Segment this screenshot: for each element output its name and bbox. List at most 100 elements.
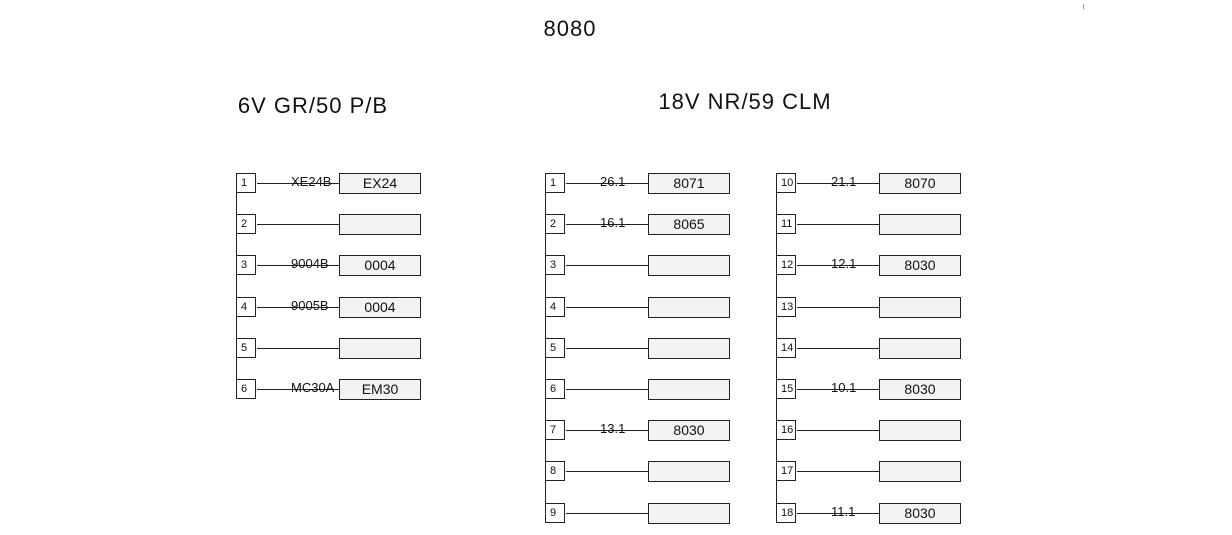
pin-number: 14: [776, 338, 796, 358]
wire-line: [257, 224, 339, 225]
terminal-box: [879, 297, 961, 318]
pin-number: 12: [776, 255, 796, 275]
pin-number: 13: [776, 297, 796, 317]
connector-row: 13: [776, 297, 966, 319]
wire-line: [257, 348, 339, 349]
connector-row: 8: [545, 461, 735, 483]
pin-number: 4: [236, 297, 256, 317]
wire-line: [566, 389, 648, 390]
pin-number: 7: [545, 420, 565, 440]
wire-label: 11.1: [831, 504, 856, 519]
wire-line: [566, 307, 648, 308]
connector-row: 7 13.1 8030: [545, 420, 735, 442]
wire-line: [797, 348, 879, 349]
pin-number: 2: [236, 214, 256, 234]
wire-label: MC30A: [291, 380, 335, 395]
wire-line: [566, 265, 648, 266]
connector-row: 14: [776, 338, 966, 360]
terminal-box: 8030: [879, 503, 961, 524]
wire-line: 21.1: [797, 174, 879, 189]
pin-number: 8: [545, 461, 565, 481]
pin-number: 10: [776, 173, 796, 193]
wire-line: XE24B: [257, 174, 339, 189]
wire-label: 26.1: [600, 174, 626, 189]
wire-label: 16.1: [600, 215, 626, 230]
wire-line: 13.1: [566, 421, 648, 436]
terminal-box: [339, 338, 421, 359]
pin-number: 6: [236, 379, 256, 399]
terminal-box: [648, 503, 730, 524]
connector-row: 1 26.1 8071: [545, 173, 735, 195]
terminal-box: 0004: [339, 255, 421, 276]
wire-line: [566, 348, 648, 349]
connector-row: 6: [545, 379, 735, 401]
wire-line: [566, 471, 648, 472]
pin-number: 9: [545, 503, 565, 523]
connector-spine-line: [236, 183, 237, 389]
terminal-box: [339, 214, 421, 235]
pin-number: 5: [236, 338, 256, 358]
pin-number: 3: [545, 255, 565, 275]
wire-label: XE24B: [291, 174, 332, 189]
connector-row: 15 10.1 8030: [776, 379, 966, 401]
wire-label: 13.1: [600, 421, 626, 436]
terminal-box: 8030: [879, 255, 961, 276]
terminal-box: [879, 461, 961, 482]
terminal-box: 8030: [879, 379, 961, 400]
connector-row: 6 MC30A EM30: [236, 379, 426, 401]
wire-line: 26.1: [566, 174, 648, 189]
wire-line: [566, 513, 648, 514]
wire-line: 9004B: [257, 256, 339, 271]
right-connector-title: 18V NR/59 CLM: [658, 89, 832, 114]
wire-label: 21.1: [831, 174, 857, 189]
wire-line: [797, 307, 879, 308]
connector-row: 12 12.1 8030: [776, 255, 966, 277]
terminal-box: 0004: [339, 297, 421, 318]
terminal-box: [648, 461, 730, 482]
terminal-box: EX24: [339, 173, 421, 194]
pin-number: 16: [776, 420, 796, 440]
pin-number: 6: [545, 379, 565, 399]
pin-number: 15: [776, 379, 796, 399]
terminal-box: [648, 297, 730, 318]
connector-row: 16: [776, 420, 966, 442]
connector-row: 5: [545, 338, 735, 360]
connector-row: 2: [236, 214, 426, 236]
connector-row: 2 16.1 8065: [545, 214, 735, 236]
pin-number: 1: [236, 173, 256, 193]
connector-row: 9: [545, 503, 735, 525]
terminal-box: [648, 338, 730, 359]
terminal-box: [879, 420, 961, 441]
terminal-box: [648, 255, 730, 276]
wire-line: [797, 471, 879, 472]
connector-row: 5: [236, 338, 426, 360]
pin-number: 18: [776, 503, 796, 523]
pin-number: 1: [545, 173, 565, 193]
terminal-box: EM30: [339, 379, 421, 400]
connector-row: 18 11.1 8030: [776, 503, 966, 525]
connector-row: 3 9004B 0004: [236, 255, 426, 277]
terminal-box: 8071: [648, 173, 730, 194]
wire-label: 12.1: [831, 256, 857, 271]
pin-number: 5: [545, 338, 565, 358]
terminal-box: 8070: [879, 173, 961, 194]
connector-row: 1 XE24B EX24: [236, 173, 426, 195]
wire-line: 16.1: [566, 215, 648, 230]
connector-row: 17: [776, 461, 966, 483]
wire-line: 12.1: [797, 256, 879, 271]
pin-number: 11: [776, 214, 796, 234]
terminal-box: [879, 338, 961, 359]
pin-number: 4: [545, 297, 565, 317]
pin-number: 2: [545, 214, 565, 234]
terminal-box: [648, 379, 730, 400]
left-connector-title: 6V GR/50 P/B: [237, 93, 389, 118]
wire-label: 10.1: [831, 380, 857, 395]
wire-label: 9004B: [291, 256, 329, 271]
pin-number: 3: [236, 255, 256, 275]
terminal-box: 8065: [648, 214, 730, 235]
terminal-box: 8030: [648, 420, 730, 441]
diagram-title: 8080: [543, 16, 597, 41]
wire-line: [797, 430, 879, 431]
connector-row: 10 21.1 8070: [776, 173, 966, 195]
